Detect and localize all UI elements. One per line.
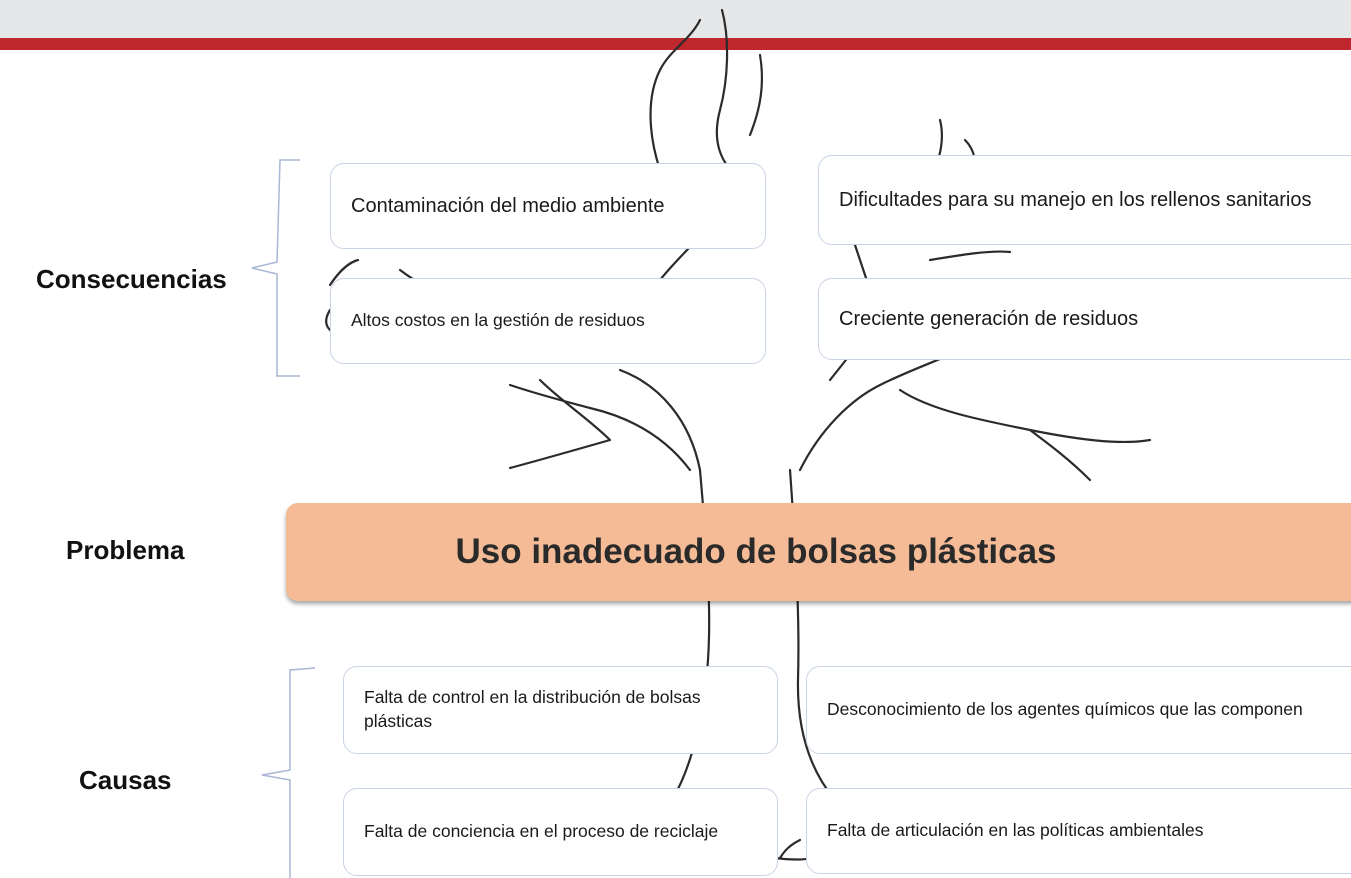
header-red-stripe	[0, 38, 1351, 50]
problem-text: Uso inadecuado de bolsas plásticas	[455, 532, 1057, 571]
consequence-box-4: Creciente generación de residuos	[818, 278, 1351, 360]
cause-box-2: Desconocimiento de los agentes químicos …	[806, 666, 1351, 754]
consequence-text-2: Dificultades para su manejo en los relle…	[839, 188, 1312, 211]
cause-box-3: Falta de conciencia en el proceso de rec…	[343, 788, 778, 876]
consequence-text-4: Creciente generación de residuos	[839, 307, 1139, 330]
problem-label: Problema	[66, 535, 185, 565]
cause-text-2: Desconocimiento de los agentes químicos …	[827, 699, 1303, 720]
causes-label: Causas	[79, 765, 172, 795]
cause-text-1: Falta de control en la distribución de b…	[364, 687, 701, 731]
problem-box: Uso inadecuado de bolsas plásticas	[286, 503, 1351, 601]
header-background	[0, 0, 1351, 38]
cause-text-3: Falta de conciencia en el proceso de rec…	[364, 821, 719, 842]
consequences-label: Consecuencias	[36, 264, 227, 294]
consequence-box-2: Dificultades para su manejo en los relle…	[818, 155, 1351, 245]
cause-box-1: Falta de control en la distribución de b…	[343, 666, 778, 754]
consequence-text-3: Altos costos en la gestión de residuos	[351, 310, 645, 331]
cause-text-4: Falta de articulación en las políticas a…	[827, 820, 1204, 841]
consequence-text-1: Contaminación del medio ambiente	[351, 194, 665, 217]
consequence-box-3: Altos costos en la gestión de residuos	[330, 278, 766, 364]
cause-box-4: Falta de articulación en las políticas a…	[806, 788, 1351, 874]
consequence-box-1: Contaminación del medio ambiente	[330, 163, 766, 249]
